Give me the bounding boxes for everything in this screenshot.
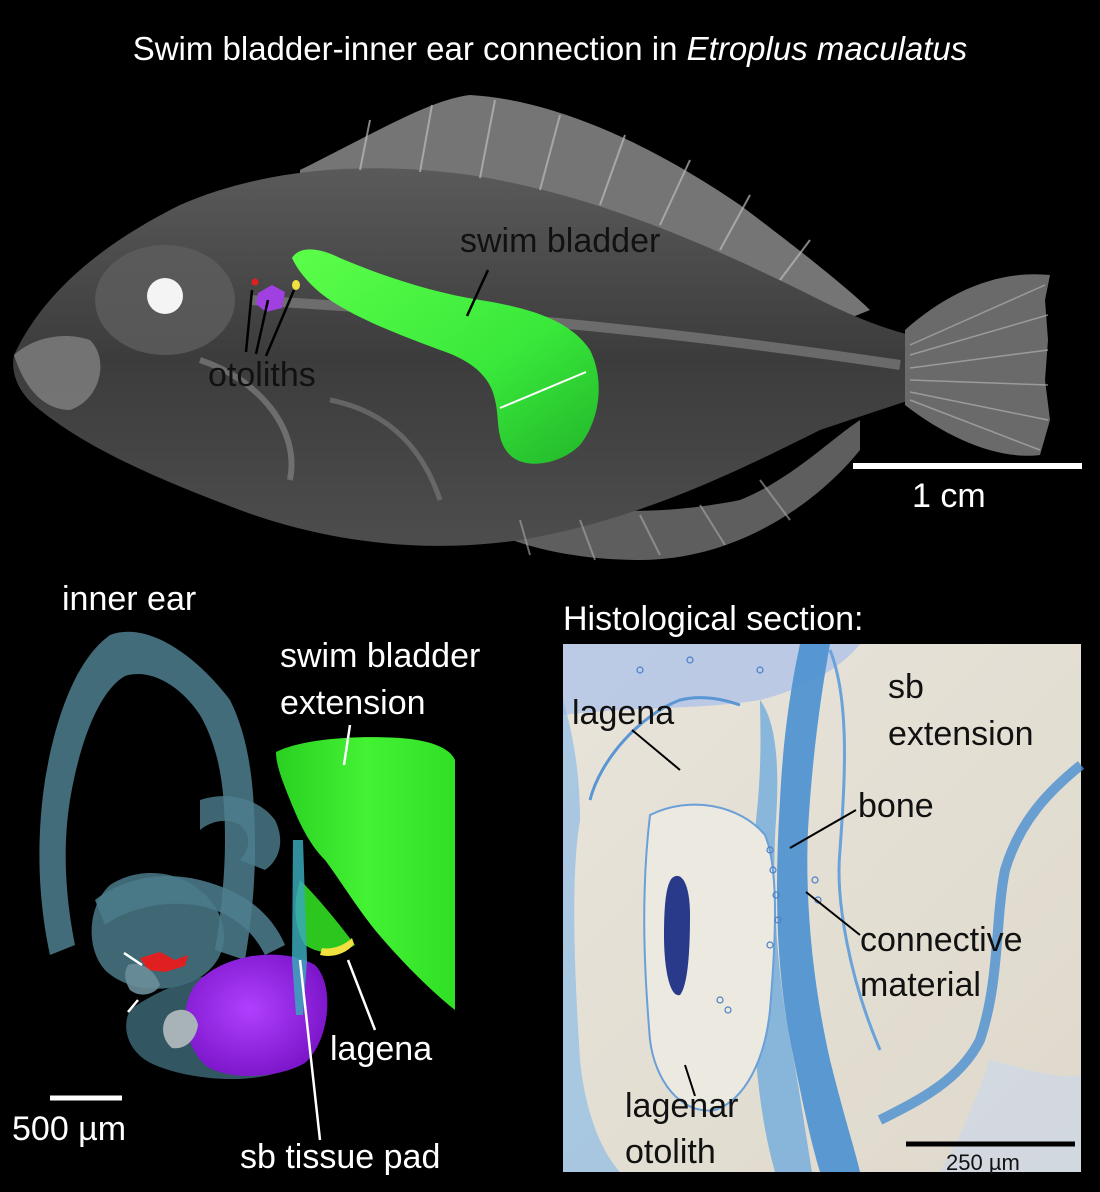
fish-pointer-lines bbox=[244, 269, 490, 357]
histology-sb-label-line1: sb bbox=[888, 668, 924, 706]
fish-scale-label: 1 cm bbox=[912, 477, 986, 515]
lagenar-otolith-label-line1: lagenar bbox=[625, 1087, 739, 1125]
histology-sb-label-line2: extension bbox=[888, 715, 1034, 753]
inner-ear-ticks bbox=[123, 951, 143, 1013]
section-plane-line bbox=[499, 371, 587, 409]
sb-tissue-pad-label: sb tissue pad bbox=[240, 1138, 441, 1176]
figure-title: Swim bladder-inner ear connection in Etr… bbox=[0, 30, 1100, 68]
otoliths-on-fish bbox=[251, 278, 300, 312]
lagena-label: lagena bbox=[330, 1030, 433, 1068]
connective-label-line1: connective bbox=[860, 921, 1023, 959]
connective-label-line2: material bbox=[860, 966, 981, 1004]
inner-ear-heading: inner ear bbox=[62, 580, 197, 618]
inner-ear-pointer-lines bbox=[298, 724, 377, 1141]
inner-ear-3d bbox=[39, 631, 455, 1080]
otoliths-label: otoliths bbox=[208, 356, 316, 394]
title-species: Etroplus maculatus bbox=[686, 30, 968, 67]
swim-bladder-shape bbox=[292, 249, 599, 464]
histology-lagena-label: lagena bbox=[572, 694, 675, 732]
sb-extension-label-line1: swim bladder bbox=[280, 637, 481, 675]
swim-bladder-label: swim bladder bbox=[460, 222, 661, 260]
title-prefix: Swim bladder-inner ear connection in bbox=[132, 30, 687, 67]
histology-pointer-lines bbox=[631, 729, 861, 1097]
swim-bladder-3d bbox=[292, 249, 599, 464]
bone-label: bone bbox=[858, 787, 934, 825]
histology-scale-label: 250 µm bbox=[946, 1150, 1020, 1175]
histology-heading: Histological section: bbox=[563, 600, 864, 638]
inner-ear-scale-label: 500 µm bbox=[12, 1110, 127, 1148]
lagenar-otolith-label-line2: otolith bbox=[625, 1133, 716, 1171]
sb-extension-label-line2: extension bbox=[280, 684, 426, 722]
